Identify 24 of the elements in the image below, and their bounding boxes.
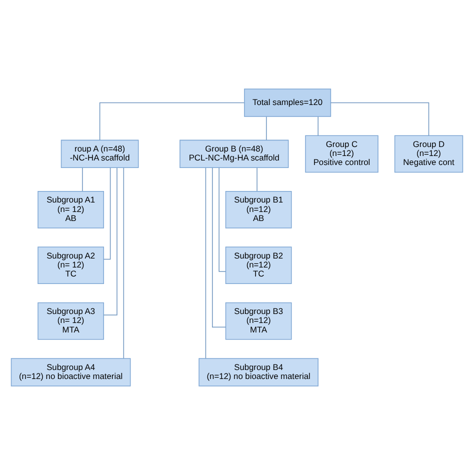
connector [330,102,430,136]
connector [99,102,245,140]
node-box: Subgroup A2 (n= 12) TC [38,246,104,284]
connector [256,166,258,192]
connector [82,166,83,192]
connector [205,167,206,358]
connector [123,167,124,358]
connector [212,166,226,328]
node-box: Group D (n=12) Negative cont [394,134,464,172]
node-box: Total samples=120 [244,88,332,116]
connector [218,166,226,272]
connector [103,167,118,315]
node-box: Group B (n=48) PCL-NC-Mg-HA scaffold [180,139,289,168]
connector [103,166,111,260]
node-box: Subgroup B1 (n=12) AB [225,190,292,228]
node-box: Subgroup A4 (n=12) no bioactive material [10,358,131,386]
node-box: Subgroup B3 (n=12) MTA [225,302,292,340]
connector [266,116,267,140]
node-box: roup A (n=48) -NC-HA scaffold [60,139,139,168]
node-box: Subgroup B2 (n=12) TC [225,246,292,284]
node-box: Group C (n=12) Positive control [305,134,378,172]
node-box: Subgroup A3 (n= 12) MTA [38,302,104,340]
node-box: Subgroup A1 (n= 12) AB [38,190,104,228]
node-box: Subgroup B4 (n=12) no bioactive material [198,358,318,386]
